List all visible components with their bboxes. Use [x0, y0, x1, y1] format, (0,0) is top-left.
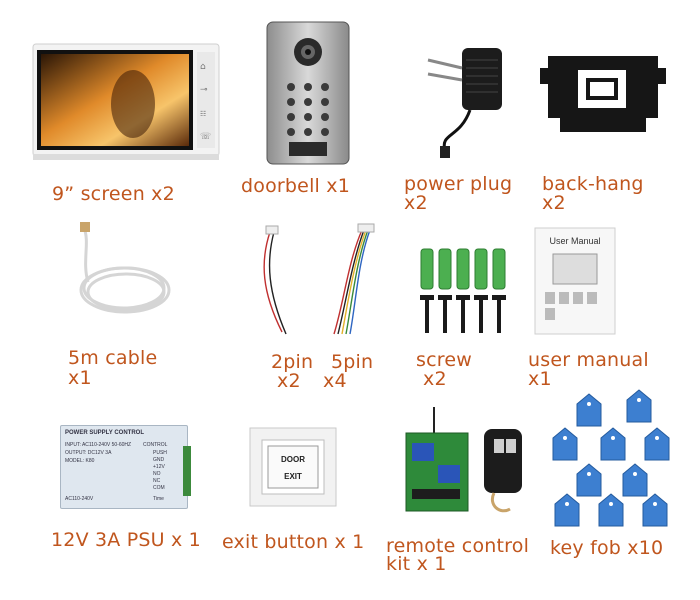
svg-text:☷: ☷ — [200, 110, 206, 118]
item-label-user-manual-2: x1 — [528, 368, 552, 390]
exit-button-image: DOOR EXIT — [249, 427, 337, 507]
back-hang-bracket-image — [538, 48, 668, 134]
svg-text:☏: ☏ — [200, 132, 211, 142]
key-fobs-image — [545, 386, 675, 528]
psu-com: COM — [153, 485, 165, 491]
item-label-key-fob: key fob x10 — [550, 537, 664, 559]
item-label-screw-1: screw — [416, 349, 472, 371]
item-label-user-manual-1: user manual — [528, 349, 649, 371]
psu-push: PUSH — [153, 450, 167, 456]
item-label-back-hang-2: x2 — [542, 192, 566, 214]
remote-control-kit-image — [404, 405, 538, 525]
cable-image — [70, 222, 180, 322]
psu-input: INPUT: AC110-240V 50-60HZ — [65, 442, 132, 448]
item-label-5pin-1: 5pin — [331, 351, 374, 373]
psu-control: CONTROL — [143, 442, 168, 448]
item-label-2pin-1: 2pin — [271, 351, 314, 373]
psu-image: POWER SUPPLY CONTROL INPUT: AC110-240V 5… — [60, 425, 191, 509]
psu-v: +12V — [153, 464, 165, 470]
user-manual-image: User Manual — [534, 227, 616, 335]
exit-button-top-text: DOOR — [281, 455, 305, 464]
item-label-power-plug-2: x2 — [404, 192, 428, 214]
psu-model: MODEL: K80 — [65, 458, 95, 464]
psu-title: POWER SUPPLY CONTROL — [65, 430, 145, 436]
psu-nc: NO — [153, 471, 161, 477]
psu-terminal-block — [183, 446, 191, 496]
item-label-remote-2: kit x 1 — [386, 553, 447, 575]
item-label-cable-2: x1 — [68, 367, 92, 389]
power-plug-image — [400, 38, 510, 158]
item-label-remote-1: remote control — [386, 535, 530, 557]
item-label-screen: 9” screen x2 — [52, 183, 175, 205]
item-label-doorbell: doorbell x1 — [241, 175, 351, 197]
item-label-2pin-2: x2 — [277, 370, 301, 392]
psu-gnd: GND — [153, 457, 165, 463]
item-label-power-plug-1: power plug — [404, 173, 513, 195]
exit-button-bottom-text: EXIT — [284, 472, 302, 481]
item-label-5pin-2: x4 — [323, 370, 347, 392]
monitor-screen-image: ⌂ ⊸ ☷ ☏ — [32, 43, 220, 160]
psu-no: NC — [153, 478, 161, 484]
item-label-cable-1: 5m cable — [68, 347, 158, 369]
psu-acin: AC110-240V — [65, 496, 94, 502]
item-label-screw-2: x2 — [423, 368, 447, 390]
psu-time: Time — [153, 496, 164, 502]
svg-text:⌂: ⌂ — [200, 62, 206, 72]
svg-text:⊸: ⊸ — [200, 85, 208, 95]
manual-title: User Manual — [549, 236, 601, 246]
screws-image — [413, 243, 513, 341]
pin-wires-image — [258, 222, 378, 344]
item-label-exit-button: exit button x 1 — [222, 531, 365, 553]
doorbell-image — [266, 21, 350, 165]
item-label-back-hang-1: back-hang — [542, 173, 644, 195]
item-label-psu: 12V 3A PSU x 1 — [51, 529, 201, 551]
psu-output: OUTPUT: DC12V 3A — [65, 450, 112, 456]
